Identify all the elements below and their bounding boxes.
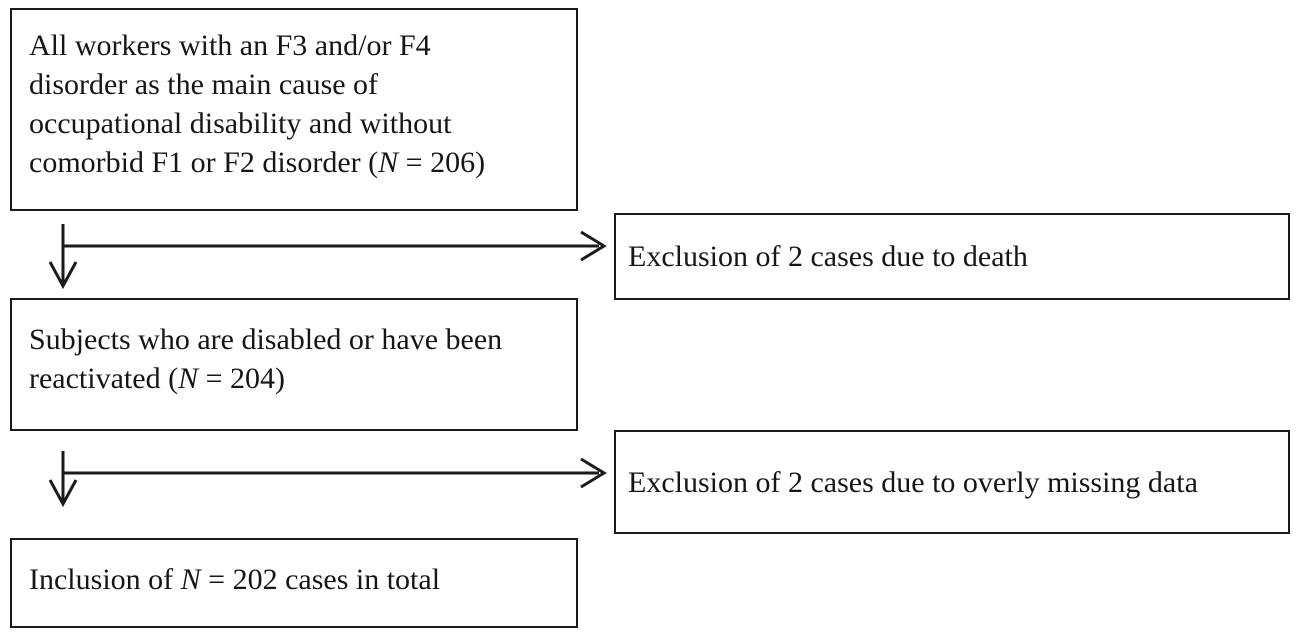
text-run: Inclusion of	[29, 563, 181, 596]
box1-line4: comorbid F1 or F2 disorder (N = 206)	[29, 143, 558, 182]
flow-box-disabled-or-reactivated: Subjects who are disabled or have been r…	[10, 298, 578, 431]
text-run: Subjects who are disabled or have been	[29, 323, 503, 356]
text-run: = 202 cases in total	[200, 563, 441, 596]
text-run: occupational disability and without	[29, 107, 452, 140]
flow-box-exclusion-death: Exclusion of 2 cases due to death	[614, 213, 1290, 300]
text-run: reactivated (	[29, 362, 179, 395]
box2-line2: reactivated (N = 204)	[29, 359, 558, 398]
text-run: Exclusion of 2 cases due to death	[628, 240, 1028, 273]
right-arrow-1-head	[580, 230, 607, 262]
flow-box-exclusion-missing-data: Exclusion of 2 cases due to overly missi…	[614, 430, 1290, 534]
box1-line2: disorder as the main cause of	[29, 65, 558, 104]
box1-line3: occupational disability and without	[29, 104, 558, 143]
text-run: = 204)	[198, 362, 285, 395]
n-symbol: N	[180, 563, 201, 596]
box1-line1: All workers with an F3 and/or F4	[29, 26, 558, 65]
text-run: All workers with an F3 and/or F4	[29, 29, 431, 62]
flow-box-final-inclusion: Inclusion of N = 202 cases in total	[10, 538, 578, 628]
text-run: = 206)	[398, 146, 486, 179]
flow-box-starting-population: All workers with an F3 and/or F4 disorde…	[10, 8, 578, 211]
exclusion2-label: Exclusion of 2 cases due to overly missi…	[628, 463, 1198, 502]
n-symbol: N	[378, 146, 399, 179]
down-arrow-1-head	[48, 261, 78, 290]
text-run: comorbid F1 or F2 disorder (	[29, 146, 379, 179]
box3-line1: Inclusion of N = 202 cases in total	[29, 560, 558, 599]
exclusion1-label: Exclusion of 2 cases due to death	[628, 237, 1028, 276]
down-arrow-2-head	[48, 479, 78, 508]
n-symbol: N	[178, 362, 199, 395]
text-run: Exclusion of 2 cases due to overly missi…	[628, 465, 1198, 499]
box2-line1: Subjects who are disabled or have been	[29, 320, 558, 359]
text-run: disorder as the main cause of	[29, 68, 379, 101]
right-arrow-2-head	[580, 457, 607, 489]
